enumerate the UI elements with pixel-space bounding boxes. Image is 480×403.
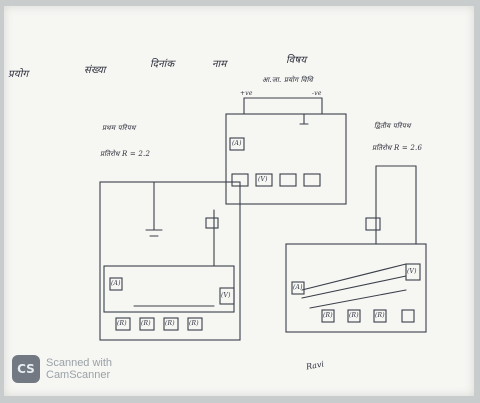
right-circuit-note: प्रतिरोध R = 2.6 [372, 144, 423, 152]
right-circuit-meter-v: (V) [407, 268, 417, 275]
left-circuit-r3: (R) [165, 320, 175, 327]
top-circuit-drawing [225, 97, 347, 205]
header-word-3: दिनांक [150, 59, 175, 70]
left-circuit-meter-a: (A) [111, 280, 121, 287]
right-circuit-r3: (R) [375, 312, 385, 319]
right-circuit-r2: (R) [349, 312, 359, 319]
top-circuit-title: आ.जा. प्रयोग विधि [262, 76, 313, 84]
right-circuit-r1: (R) [323, 312, 333, 319]
top-circuit-plus: +ve [240, 90, 253, 97]
top-circuit-minus: -ve [312, 90, 322, 97]
right-circuit-title: द्वितीय परिपथ [374, 122, 411, 130]
left-circuit-r4: (R) [189, 320, 199, 327]
circuit-diagrams [99, 97, 427, 341]
left-circuit-meter-v: (V) [221, 292, 231, 299]
left-circuit-title: प्रथम परिपथ [102, 124, 136, 132]
header-word-4: नाम [212, 59, 227, 70]
watermark-line-1: Scanned with [46, 357, 113, 369]
header-word-2: संख्या [84, 65, 106, 76]
top-circuit-meter-v: (V) [258, 176, 268, 183]
camscanner-watermark: CS Scanned with CamScanner [12, 355, 112, 383]
left-circuit-drawing [99, 181, 241, 341]
paper-sheet: प्रयोग संख्या दिनांक नाम विषय आ.जा. प्रय… [4, 6, 474, 396]
right-circuit-meter-a: (A) [293, 284, 303, 291]
header-word-1: प्रयोग [8, 69, 29, 80]
watermark-text: Scanned with CamScanner [46, 357, 112, 381]
watermark-line-2: CamScanner [46, 369, 111, 381]
left-circuit-note: प्रतिरोध R = 2.2 [100, 150, 151, 158]
left-circuit-r1: (R) [117, 320, 127, 327]
header-word-5: विषय [286, 55, 307, 66]
camscanner-logo-icon: CS [12, 355, 40, 383]
left-circuit-r2: (R) [141, 320, 151, 327]
top-circuit-meter-a: (A) [232, 140, 242, 147]
right-circuit-drawing [285, 165, 427, 333]
